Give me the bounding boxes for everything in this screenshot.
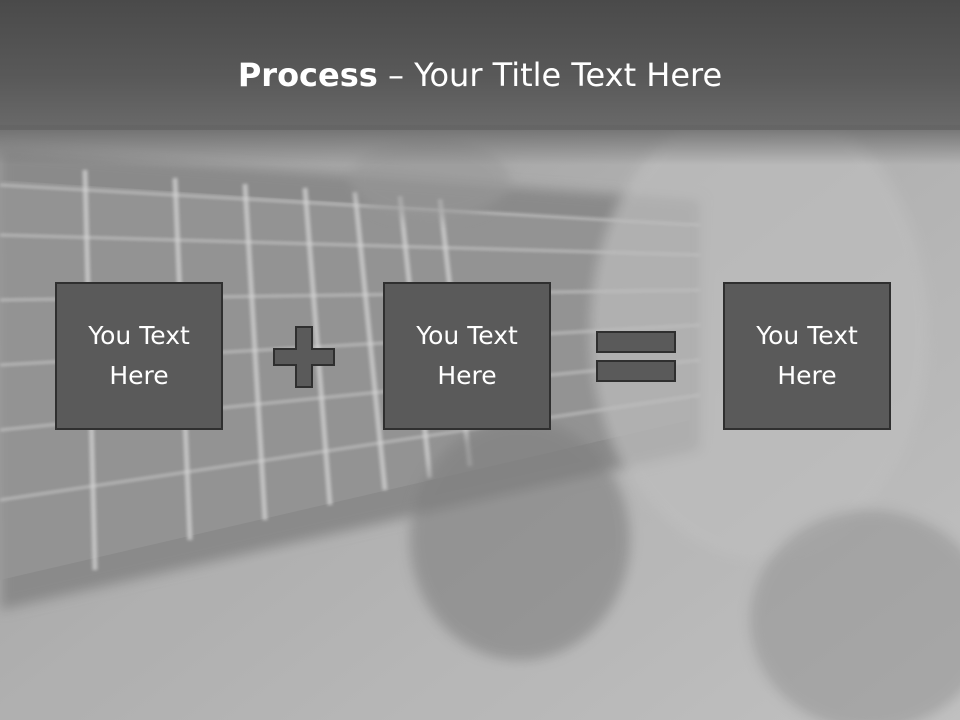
process-box-2-text: You Text Here [416,321,518,390]
slide-title: Process – Your Title Text Here [0,55,960,95]
process-box-3[interactable]: You Text Here [723,282,891,430]
process-box-2[interactable]: You Text Here [383,282,551,430]
process-box-1-text: You Text Here [88,321,190,390]
process-box-1[interactable]: You Text Here [55,282,223,430]
title-separator: – [377,56,415,94]
equals-icon [596,331,676,382]
process-box-3-text: You Text Here [756,321,858,390]
title-bold: Process [237,56,378,94]
title-bar [0,0,960,130]
plus-icon [273,326,335,388]
title-bar-fade [0,125,960,165]
title-rest: Your Title Text Here [414,56,723,94]
